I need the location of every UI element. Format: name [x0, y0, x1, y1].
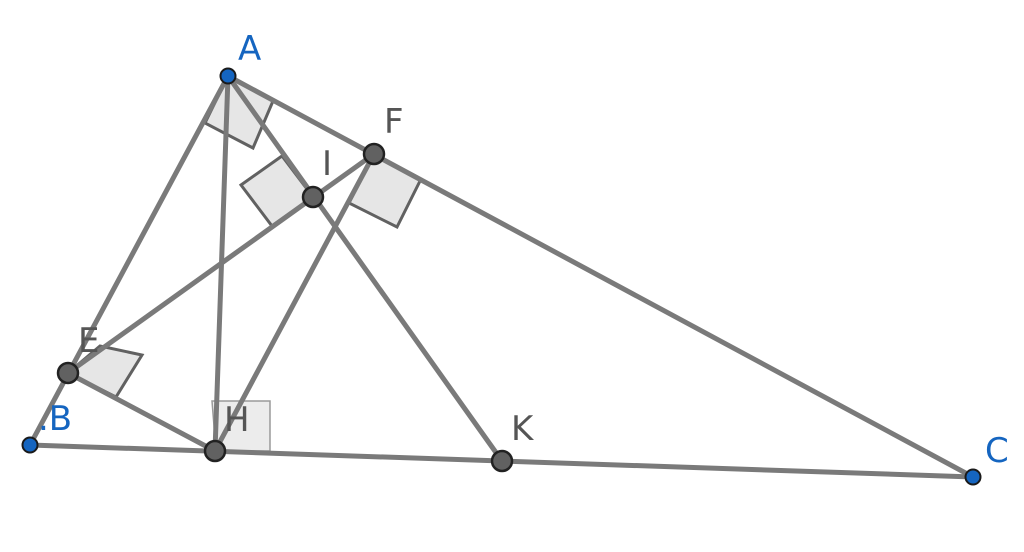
label-e: E	[78, 321, 99, 361]
segment-ak	[225, 73, 505, 464]
segment-ab	[27, 73, 231, 448]
point-k[interactable]	[490, 449, 514, 473]
label-b: .B	[38, 399, 72, 439]
label-k: K	[511, 409, 535, 449]
right-angle-marker-i	[238, 153, 316, 229]
label-a: A	[238, 29, 261, 69]
segment-fh	[212, 151, 377, 454]
segment-ef	[65, 151, 377, 376]
label-c: C	[985, 431, 1009, 471]
point-f[interactable]	[362, 142, 386, 166]
point-a[interactable]	[219, 67, 237, 85]
point-i[interactable]	[301, 185, 325, 209]
point-h[interactable]	[203, 439, 227, 463]
point-c[interactable]	[964, 468, 982, 486]
label-f: F	[384, 102, 404, 142]
right-angle-marker-a	[203, 73, 275, 151]
label-h: H	[224, 400, 250, 440]
label-i: I	[322, 144, 332, 184]
point-b[interactable]	[21, 436, 39, 454]
point-e[interactable]	[56, 361, 80, 385]
segment-ac	[225, 73, 976, 480]
segment-eh	[65, 370, 218, 454]
